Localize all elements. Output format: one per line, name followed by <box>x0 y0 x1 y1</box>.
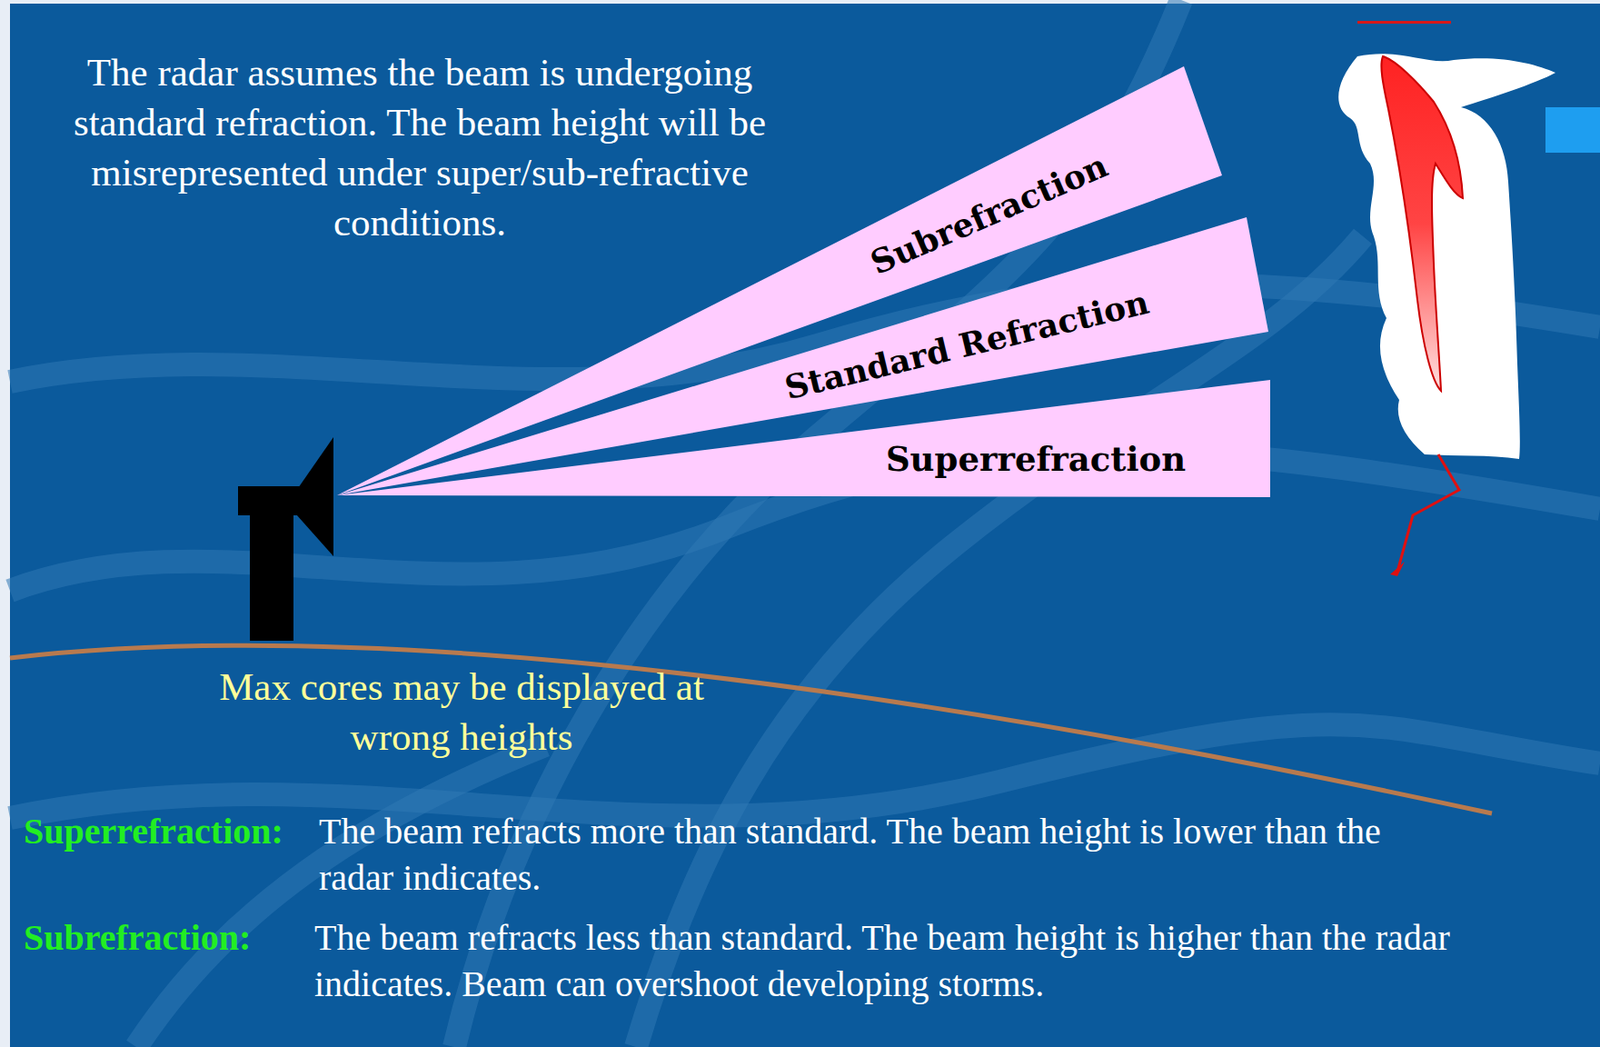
term-heading: Superrefraction: <box>23 807 315 855</box>
beam-wedge: Superrefraction <box>337 377 1273 498</box>
background-waves <box>9 0 1600 1047</box>
wedge-outline <box>337 377 1273 498</box>
left-border <box>0 0 10 1047</box>
earth-surface <box>9 645 1492 814</box>
wedge-shape <box>337 379 1271 497</box>
wedge-label: Superrefraction <box>885 440 1186 478</box>
note-text: Max cores may be displayed at wrong heig… <box>170 661 753 762</box>
definition-text: The beam refracts less than standard. Th… <box>314 914 1578 1007</box>
definition-text: The beam refracts more than standard. Th… <box>318 807 1455 901</box>
radar-icon <box>238 437 334 641</box>
storm-illustration <box>1338 20 1600 577</box>
top-border <box>0 0 1600 4</box>
note-text: The radar assumes the beam is undergoing… <box>19 47 820 248</box>
term-heading: Subrefraction: <box>23 914 315 961</box>
